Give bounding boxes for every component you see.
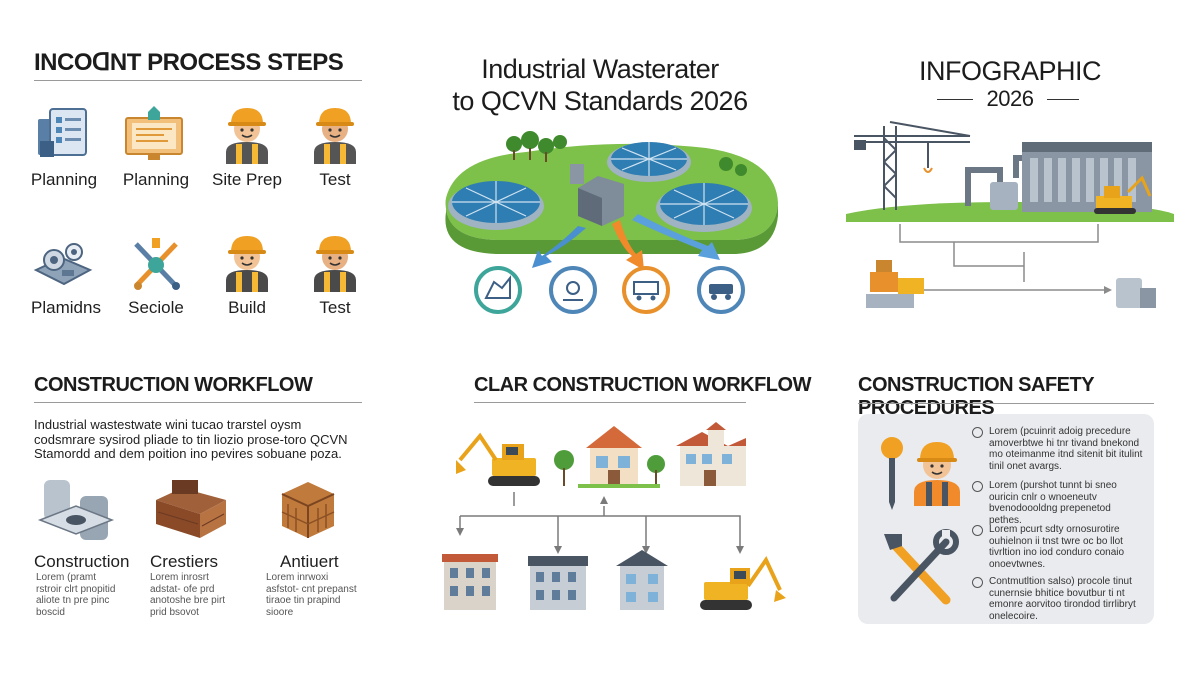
gears-icon bbox=[33, 243, 93, 286]
radio-bullet-icon bbox=[972, 577, 983, 588]
worker-icon bbox=[914, 442, 960, 506]
steps-title-rule bbox=[34, 80, 362, 81]
clar-title-rule bbox=[474, 402, 746, 403]
safety-panel-title: CONSTRUCTION SAFETY PROCEDURES bbox=[858, 374, 1094, 419]
workflow-paragraph: Industrial wastestwate wini tucao trarst… bbox=[34, 417, 348, 461]
radio-bullet-icon bbox=[972, 427, 983, 438]
workflow-panel-title: CONSTRUCTION WORKFLOW bbox=[34, 374, 313, 396]
infographic-subtitle: 2026 bbox=[986, 86, 1034, 111]
safety-item-text: Lorem pcurt sdty ornosurotire ouhielnon … bbox=[989, 524, 1125, 570]
safety-item-text: Lorem (purshot tunnt bi sneo ouricin cnl… bbox=[989, 480, 1117, 526]
worker-icon bbox=[226, 108, 268, 164]
workflow-item-title: Crestiers bbox=[150, 552, 219, 571]
bricks-icon bbox=[156, 480, 226, 538]
safety-item-text: Contmutltion salso) procole tinut cunern… bbox=[989, 576, 1136, 622]
workflow-item-title: Construction bbox=[34, 552, 130, 571]
clar-panel-title: CLAR CONSTRUCTION WORKFLOW bbox=[474, 374, 811, 396]
safety-title-rule bbox=[858, 403, 1154, 404]
infographic-title: INFOGRAPHIC bbox=[918, 56, 1102, 86]
wrench-hammer-icon bbox=[884, 529, 959, 605]
workflow-title-rule bbox=[34, 402, 362, 403]
pipes-icon bbox=[37, 480, 115, 540]
step-label: Test bbox=[319, 298, 351, 317]
clar-workflow-diagram bbox=[442, 422, 786, 610]
factory-crane-illustration bbox=[846, 121, 1174, 308]
steps-panel-title: INCOᗡNT PROCESS STEPS bbox=[34, 49, 344, 76]
wastewater-plant-illustration bbox=[445, 131, 778, 314]
safety-item: Lorem pcurt sdty ornosurotire ouhielnon … bbox=[972, 524, 1146, 570]
step-label: Planning bbox=[122, 170, 190, 189]
workflow-item-text: Lorem (pramt rstroir clrt pnopitid aliot… bbox=[36, 572, 116, 618]
worker-icon bbox=[314, 236, 356, 292]
step-label: Test bbox=[319, 170, 351, 189]
workflow-item-text: Lorem inrwoxi asfstot- cnt prepanst tira… bbox=[266, 572, 357, 618]
safety-item-text: Lorem (pcuinrit adoig precedure amoverbt… bbox=[989, 426, 1143, 472]
workflow-item-text: Lorem inrosrt adstat- ofe prd anotoshe b… bbox=[150, 572, 226, 618]
step-label: Plamidns bbox=[31, 298, 101, 317]
center-title-line1: Industrial Wasterater bbox=[481, 54, 719, 84]
blueprint-monitor-icon bbox=[125, 106, 183, 160]
step-label: Site Prep bbox=[212, 170, 282, 189]
workflow-item-title: Antiuert bbox=[280, 552, 339, 571]
radio-bullet-icon bbox=[972, 525, 983, 536]
crate-icon bbox=[281, 482, 335, 538]
step-label: Build bbox=[228, 298, 266, 317]
pin-icon bbox=[881, 437, 903, 510]
safety-item: Lorem (purshot tunnt bi sneo ouricin cnl… bbox=[972, 480, 1146, 526]
infographic-subtitle-rule-right bbox=[1047, 99, 1079, 100]
tools-icon bbox=[134, 238, 180, 290]
safety-item: Contmutltion salso) procole tinut cunern… bbox=[972, 576, 1146, 622]
infographic-subtitle-rule-left bbox=[937, 99, 973, 100]
safety-item: Lorem (pcuinrit adoig precedure amoverbt… bbox=[972, 426, 1146, 472]
center-title-line2: to QCVN Standards 2026 bbox=[452, 86, 748, 116]
radio-bullet-icon bbox=[972, 481, 983, 492]
step-label: Seciole bbox=[128, 298, 184, 317]
safety-card bbox=[858, 414, 1154, 624]
worker-icon bbox=[226, 236, 268, 292]
worker-icon bbox=[314, 108, 356, 164]
step-label: Planning bbox=[30, 170, 98, 189]
clipboard-icon bbox=[38, 108, 87, 157]
